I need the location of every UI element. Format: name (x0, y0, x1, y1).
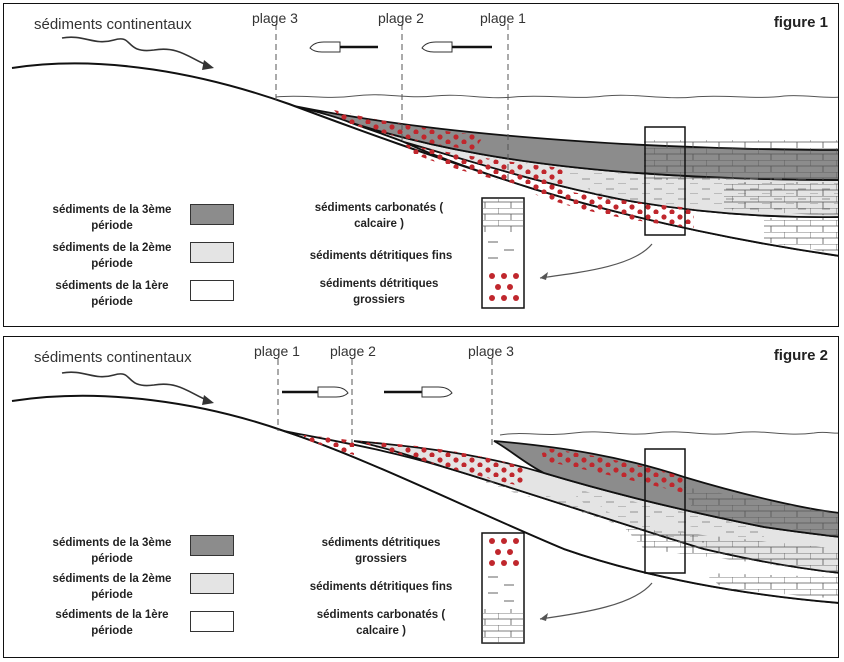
stratigraphic-column (481, 197, 525, 309)
limestone-pattern (684, 487, 838, 537)
legend-swatch-period-2 (190, 242, 234, 263)
column-label: sédiments détritiques grossiers (319, 278, 439, 306)
legend-swatch-period-1 (190, 280, 234, 301)
plage-label: plage 2 (378, 10, 424, 26)
pointing-hand-icon (282, 386, 349, 398)
focus-box (644, 448, 686, 574)
figure-2-panel: figure 2 sédiments continentaux plage 1 … (3, 336, 839, 658)
legend-swatch-period-1 (190, 611, 234, 632)
legend-swatch-period-3 (190, 535, 234, 556)
figure-1-cross-section (11, 24, 838, 309)
focus-box (644, 126, 686, 236)
continental-flow-arrow (61, 371, 210, 402)
column-label: sédiments détritiques fins (309, 581, 453, 593)
legend-label-period-3: sédiments de la 3ème période (52, 537, 172, 565)
pointing-hand-icon (384, 386, 453, 398)
water-surface (275, 94, 838, 99)
limestone-pattern-bottom (704, 573, 838, 599)
plage-label: plage 2 (330, 343, 376, 359)
coarse-zone-1 (524, 182, 694, 228)
stratigraphic-column (481, 532, 525, 644)
pointing-hand-icon (421, 41, 492, 53)
column-label: sédiments carbonatés ( calcaire ) (316, 609, 446, 637)
zoom-arrow (539, 582, 653, 620)
coarse-zone-3 (540, 447, 684, 493)
limestone-pattern-lower (724, 182, 838, 216)
plage-label: plage 3 (252, 10, 298, 26)
limestone-pattern-lower (624, 527, 838, 573)
continental-sediments-label: sédiments continentaux (34, 349, 192, 366)
legend-swatch-period-2 (190, 573, 234, 594)
legend-swatch-period-3 (190, 204, 234, 225)
figure-2-cross-section (11, 359, 838, 644)
legend-label-period-2: sédiments de la 2ème période (52, 242, 172, 270)
plage-label: plage 1 (254, 343, 300, 359)
coarse-zone-1 (304, 435, 354, 455)
legend-label-period-3: sédiments de la 3ème période (52, 204, 172, 232)
legend-label-period-1: sédiments de la 1ère période (55, 280, 169, 308)
fine-detrital-pattern-2 (564, 487, 764, 543)
continental-flow-arrow (61, 36, 210, 67)
plage-label: plage 1 (480, 10, 526, 26)
coarse-zone-2 (404, 144, 564, 192)
legend-label-period-2: sédiments de la 2ème période (52, 573, 172, 601)
figure-title: figure 2 (773, 347, 828, 364)
coarse-zone-3 (334, 110, 484, 150)
water-surface (499, 431, 838, 436)
coarse-zone-2 (360, 441, 524, 487)
continental-sediments-label: sédiments continentaux (34, 16, 192, 33)
column-label: sédiments détritiques fins (309, 250, 453, 262)
column-label: sédiments détritiques grossiers (321, 537, 441, 565)
pointing-hand-icon (309, 41, 378, 53)
figure-1-panel: figure 1 sédiments continentaux plage 3 … (3, 3, 839, 327)
limestone-pattern (644, 140, 838, 180)
plage-label: plage 3 (468, 343, 514, 359)
column-label: sédiments carbonatés ( calcaire ) (314, 202, 444, 230)
legend-label-period-1: sédiments de la 1ère période (55, 609, 169, 637)
zoom-arrow (539, 243, 653, 279)
figure-title: figure 1 (773, 14, 828, 31)
limestone-pattern-bottom (764, 218, 838, 254)
